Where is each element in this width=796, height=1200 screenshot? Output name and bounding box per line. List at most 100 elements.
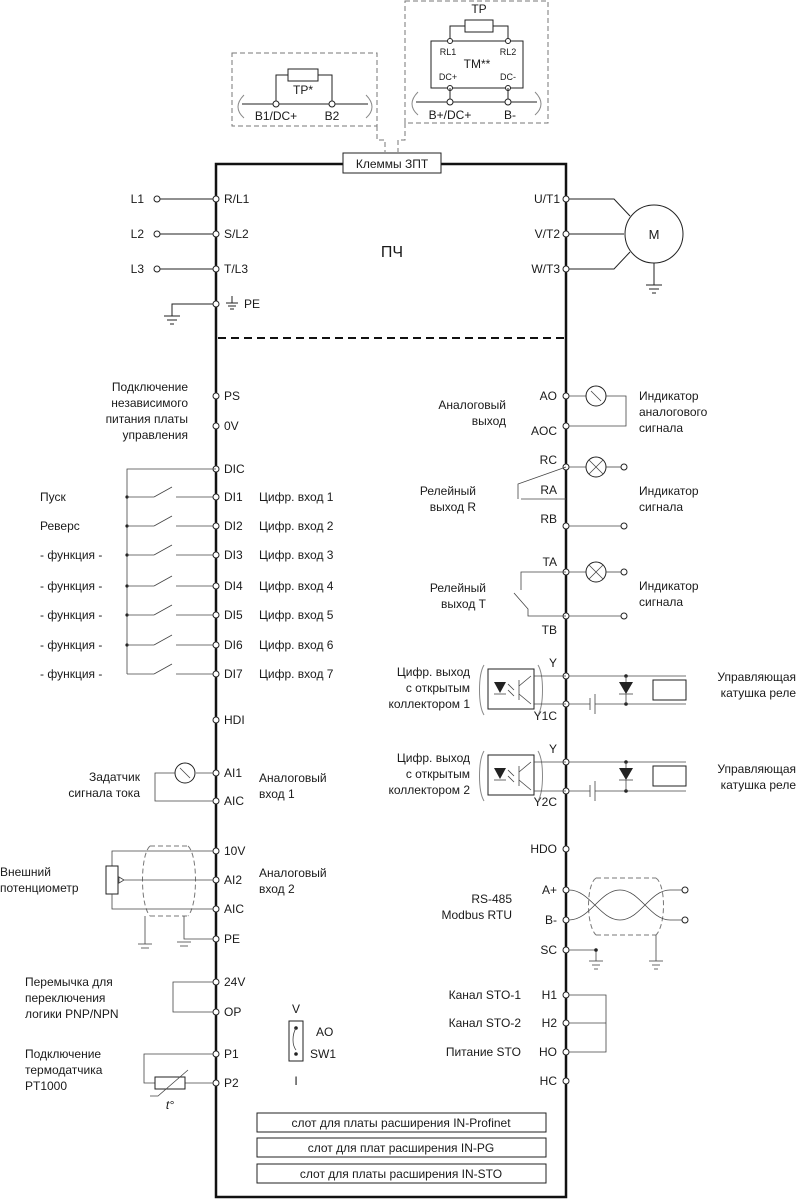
svg-text:выход R: выход R: [430, 500, 477, 514]
device-label: ПЧ: [381, 244, 403, 261]
h1-label: H1: [542, 988, 558, 1002]
bus-break-left-2: [411, 91, 419, 116]
pe-label: PE: [244, 297, 260, 311]
expansion-slots: слот для платы расширения IN-Profinet сл…: [256, 1112, 547, 1184]
pe-ground-icon: [226, 296, 238, 310]
brake-resistor-symbol: [287, 68, 319, 82]
rl2-label: RL2: [500, 47, 517, 57]
svg-text:Аналоговый: Аналоговый: [259, 866, 327, 880]
motor-outputs: U/T1 V/T2 W/T3 M: [531, 192, 684, 294]
svg-text:катушка реле: катушка реле: [721, 686, 796, 700]
di-row: Реверс DI2 Цифр. вход 2: [40, 515, 334, 533]
di4-func: - функция -: [40, 579, 102, 593]
svg-text:логики PNP/NPN: логики PNP/NPN: [25, 1007, 119, 1021]
sl2-term-label: S/L2: [224, 227, 249, 241]
y1-label: Y: [549, 656, 557, 670]
current-setter: Задатчик сигнала тока Аналоговый вход 1: [68, 762, 327, 802]
thermistor: t° Подключение термодатчика PT1000: [25, 1047, 213, 1112]
optocoupler-icon-1: [487, 668, 535, 710]
svg-text:t°: t°: [166, 1098, 174, 1112]
relay-t: Релейный выход Т Индикатор сигнала: [430, 561, 699, 620]
op-label: OP: [224, 1005, 241, 1019]
p2-label: P2: [224, 1076, 239, 1090]
svg-text:Индикатор: Индикатор: [639, 579, 699, 593]
b1-terminal: [272, 100, 280, 108]
bus-break-left: [237, 94, 245, 119]
left-terminals: PS 0V DIC HDI AI1 AIC 10V AI2 AIC PE 24V…: [212, 389, 245, 1090]
power-inputs: L1 L2 L3 R/L1 S/L2 T/L3 PE: [131, 192, 260, 325]
sto-channels: Канал STO-1 Канал STO-2 Питание STO: [446, 988, 607, 1059]
tl3-term-label: T/L3: [224, 262, 248, 276]
dc-clamps-box: [342, 152, 442, 174]
brake-module-frame: [404, 0, 549, 124]
svg-text:питания платы: питания платы: [106, 412, 188, 426]
potentiometer-icon: [105, 865, 119, 895]
svg-text:Индикатор: Индикатор: [639, 484, 699, 498]
hc-label: HC: [540, 1074, 558, 1088]
ta-label: TA: [543, 555, 557, 569]
aic1-label: AIC: [224, 794, 244, 808]
dcm-label: DC-: [500, 72, 516, 82]
svg-text:слот для платы расширения IN-P: слот для платы расширения IN-Profinet: [291, 1116, 511, 1130]
slot-pg: [256, 1137, 547, 1158]
svg-text:независимого: независимого: [111, 396, 188, 410]
rl1-label: RL1: [440, 47, 457, 57]
relay-r: Релейный выход R Индикатор сигнала: [420, 456, 699, 530]
slot-sto: [256, 1163, 547, 1184]
svg-text:Канал STO-2: Канал STO-2: [449, 1016, 522, 1030]
external-potentiometer: Внешний потенциометр Аналоговый вход 2: [0, 845, 327, 949]
pnp-npn-jumper: Перемычка для переключения логики PNP/NP…: [25, 975, 213, 1021]
brake-resistor-group: TP* B1/DC+ B2: [231, 52, 378, 127]
di-row: - функция - DI3 Цифр. вход 3: [40, 544, 334, 562]
svg-text:вход 1: вход 1: [259, 787, 295, 801]
digital-inputs: Пуск DI1 Цифр. вход 1 Реверс DI2 Цифр. в…: [40, 468, 334, 681]
svg-text:сигнала: сигнала: [639, 595, 683, 609]
rl1-term-label: R/L1: [224, 192, 250, 206]
svg-text:переключения: переключения: [25, 991, 105, 1005]
di5-desc: Цифр. вход 5: [259, 608, 334, 622]
di2-term: DI2: [224, 519, 243, 533]
di1-term: DI1: [224, 490, 243, 504]
bus-break-right: [365, 94, 373, 119]
l2-label: L2: [131, 227, 145, 241]
slot-profinet: [256, 1112, 547, 1133]
vt2-label: V/T2: [535, 227, 561, 241]
svg-text:выход: выход: [472, 414, 506, 428]
relay-coil-icon-1: [652, 679, 687, 701]
svg-text:с открытым: с открытым: [406, 767, 470, 781]
wt3-label: W/T3: [531, 262, 560, 276]
svg-text:коллектором 2: коллектором 2: [389, 783, 471, 797]
di-row: - функция - DI5 Цифр. вход 5: [40, 604, 334, 622]
bminus-label: B-: [504, 108, 516, 122]
svg-text:слот для плат расширения IN-PG: слот для плат расширения IN-PG: [308, 1141, 494, 1155]
aoc-label: AOC: [531, 424, 557, 438]
l1-label: L1: [131, 192, 145, 206]
dic-label: DIC: [224, 462, 245, 476]
sc-label: SC: [540, 943, 557, 957]
svg-text:Modbus RTU: Modbus RTU: [442, 908, 512, 922]
dc-clamps-label: Клеммы ЗПТ: [356, 157, 429, 171]
di2-func: Реверс: [40, 519, 80, 533]
b1-label: B1/DC+: [255, 109, 297, 123]
svg-text:Задатчик: Задатчик: [89, 770, 141, 784]
thermistor-icon: [154, 1076, 186, 1090]
tm-label: TM**: [464, 57, 491, 71]
svg-text:Внешний: Внешний: [0, 865, 51, 879]
p1-label: P1: [224, 1047, 239, 1061]
svg-text:Управляющая: Управляющая: [717, 670, 796, 684]
di1-func: Пуск: [40, 490, 66, 504]
y2-label: Y: [549, 742, 557, 756]
resistor-tp-symbol: [464, 19, 494, 33]
ai1-label: AI1: [224, 766, 242, 780]
l3-label: L3: [131, 262, 145, 276]
di5-term: DI5: [224, 608, 243, 622]
dcp-label: DC+: [439, 72, 457, 82]
10v-label: 10V: [224, 844, 245, 858]
di4-term: DI4: [224, 579, 243, 593]
di-row: - функция - DI4 Цифр. вход 4: [40, 575, 334, 593]
svg-text:термодатчика: термодатчика: [25, 1063, 103, 1077]
hdi-label: HDI: [224, 713, 245, 727]
di2-desc: Цифр. вход 2: [259, 519, 334, 533]
sw1-switch: V I AO SW1: [288, 1002, 336, 1088]
